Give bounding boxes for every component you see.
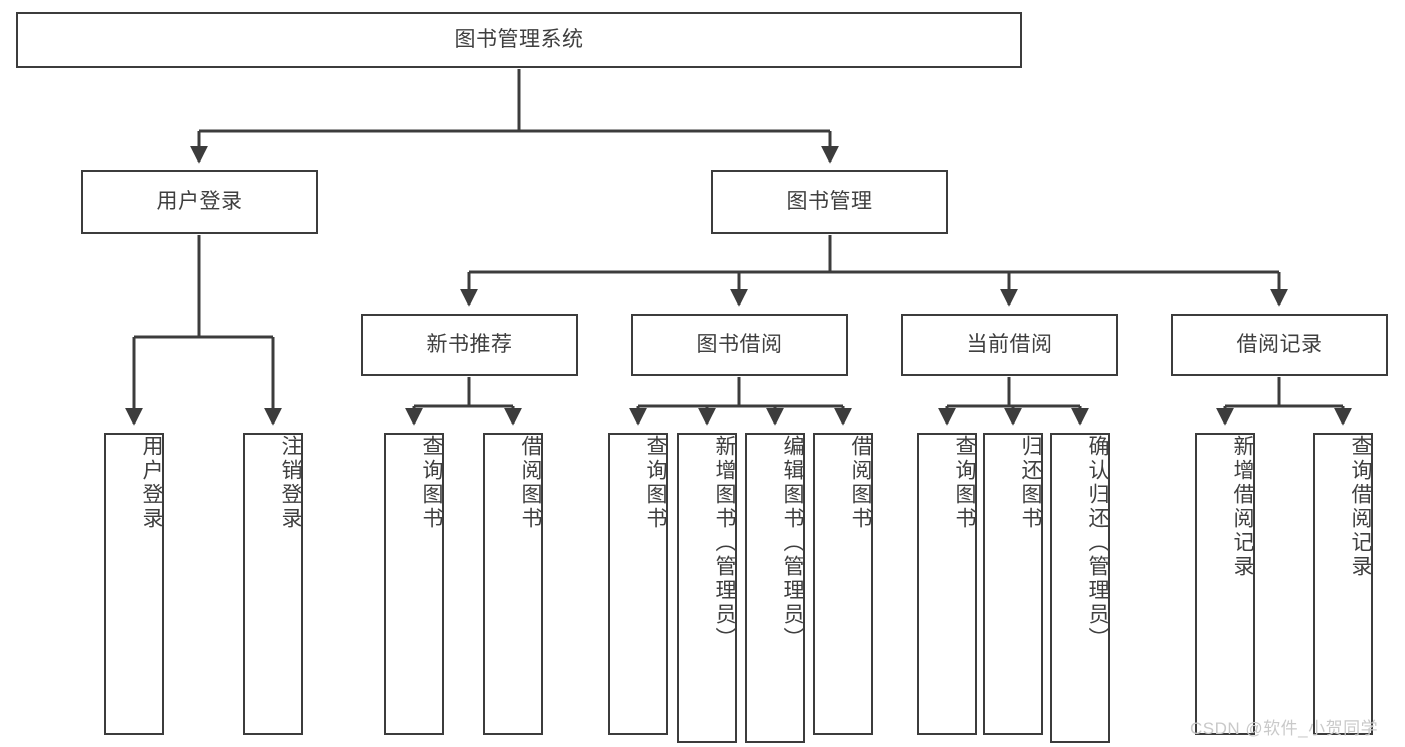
csdn-watermark: CSDN @软件_小贺同学 xyxy=(1190,719,1379,738)
node-user-login[interactable]: 用户登录 xyxy=(81,170,318,234)
leaf-user-login-login-label: 用户登录 xyxy=(140,435,163,531)
leaf-records-query[interactable]: 查询借阅记录 xyxy=(1313,433,1373,735)
node-root[interactable]: 图书管理系统 xyxy=(16,12,1022,68)
leaf-new-book-borrow[interactable]: 借阅图书 xyxy=(483,433,543,735)
leaf-borrow-edit-book-label: 编辑图书（管理员） xyxy=(781,435,804,651)
leaf-borrow-borrow-book[interactable]: 借阅图书 xyxy=(813,433,873,735)
leaf-borrow-edit-book[interactable]: 编辑图书（管理员） xyxy=(745,433,805,743)
leaf-current-confirm-return-label: 确认归还（管理员） xyxy=(1086,435,1109,651)
leaf-user-login-logout[interactable]: 注销登录 xyxy=(243,433,303,735)
node-current-borrow-label: 当前借阅 xyxy=(966,333,1053,357)
node-book-borrow-label: 图书借阅 xyxy=(696,333,783,357)
leaf-borrow-query-book-label: 查询图书 xyxy=(644,435,667,531)
leaf-borrow-add-book-label: 新增图书（管理员） xyxy=(713,435,736,651)
leaf-current-query-book-label: 查询图书 xyxy=(953,435,976,531)
node-user-login-label: 用户登录 xyxy=(156,190,243,214)
node-book-management[interactable]: 图书管理 xyxy=(711,170,948,234)
leaf-current-query-book[interactable]: 查询图书 xyxy=(917,433,977,735)
leaf-records-add-label: 新增借阅记录 xyxy=(1231,435,1254,579)
leaf-borrow-borrow-book-label: 借阅图书 xyxy=(849,435,872,531)
node-new-book-recommend[interactable]: 新书推荐 xyxy=(361,314,578,376)
leaf-current-return-book-label: 归还图书 xyxy=(1019,435,1042,531)
node-root-label: 图书管理系统 xyxy=(454,28,584,52)
node-new-book-recommend-label: 新书推荐 xyxy=(426,333,513,357)
leaf-current-confirm-return[interactable]: 确认归还（管理员） xyxy=(1050,433,1110,743)
leaf-new-book-query-label: 查询图书 xyxy=(420,435,443,531)
leaf-user-login-login[interactable]: 用户登录 xyxy=(104,433,164,735)
leaf-borrow-query-book[interactable]: 查询图书 xyxy=(608,433,668,735)
node-borrow-records[interactable]: 借阅记录 xyxy=(1171,314,1388,376)
leaf-records-query-label: 查询借阅记录 xyxy=(1349,435,1372,579)
node-book-borrow[interactable]: 图书借阅 xyxy=(631,314,848,376)
leaf-user-login-logout-label: 注销登录 xyxy=(279,435,302,531)
node-current-borrow[interactable]: 当前借阅 xyxy=(901,314,1118,376)
node-book-management-label: 图书管理 xyxy=(786,190,873,214)
leaf-new-book-borrow-label: 借阅图书 xyxy=(519,435,542,531)
leaf-records-add[interactable]: 新增借阅记录 xyxy=(1195,433,1255,735)
leaf-current-return-book[interactable]: 归还图书 xyxy=(983,433,1043,735)
node-borrow-records-label: 借阅记录 xyxy=(1236,333,1323,357)
leaf-new-book-query[interactable]: 查询图书 xyxy=(384,433,444,735)
leaf-borrow-add-book[interactable]: 新增图书（管理员） xyxy=(677,433,737,743)
